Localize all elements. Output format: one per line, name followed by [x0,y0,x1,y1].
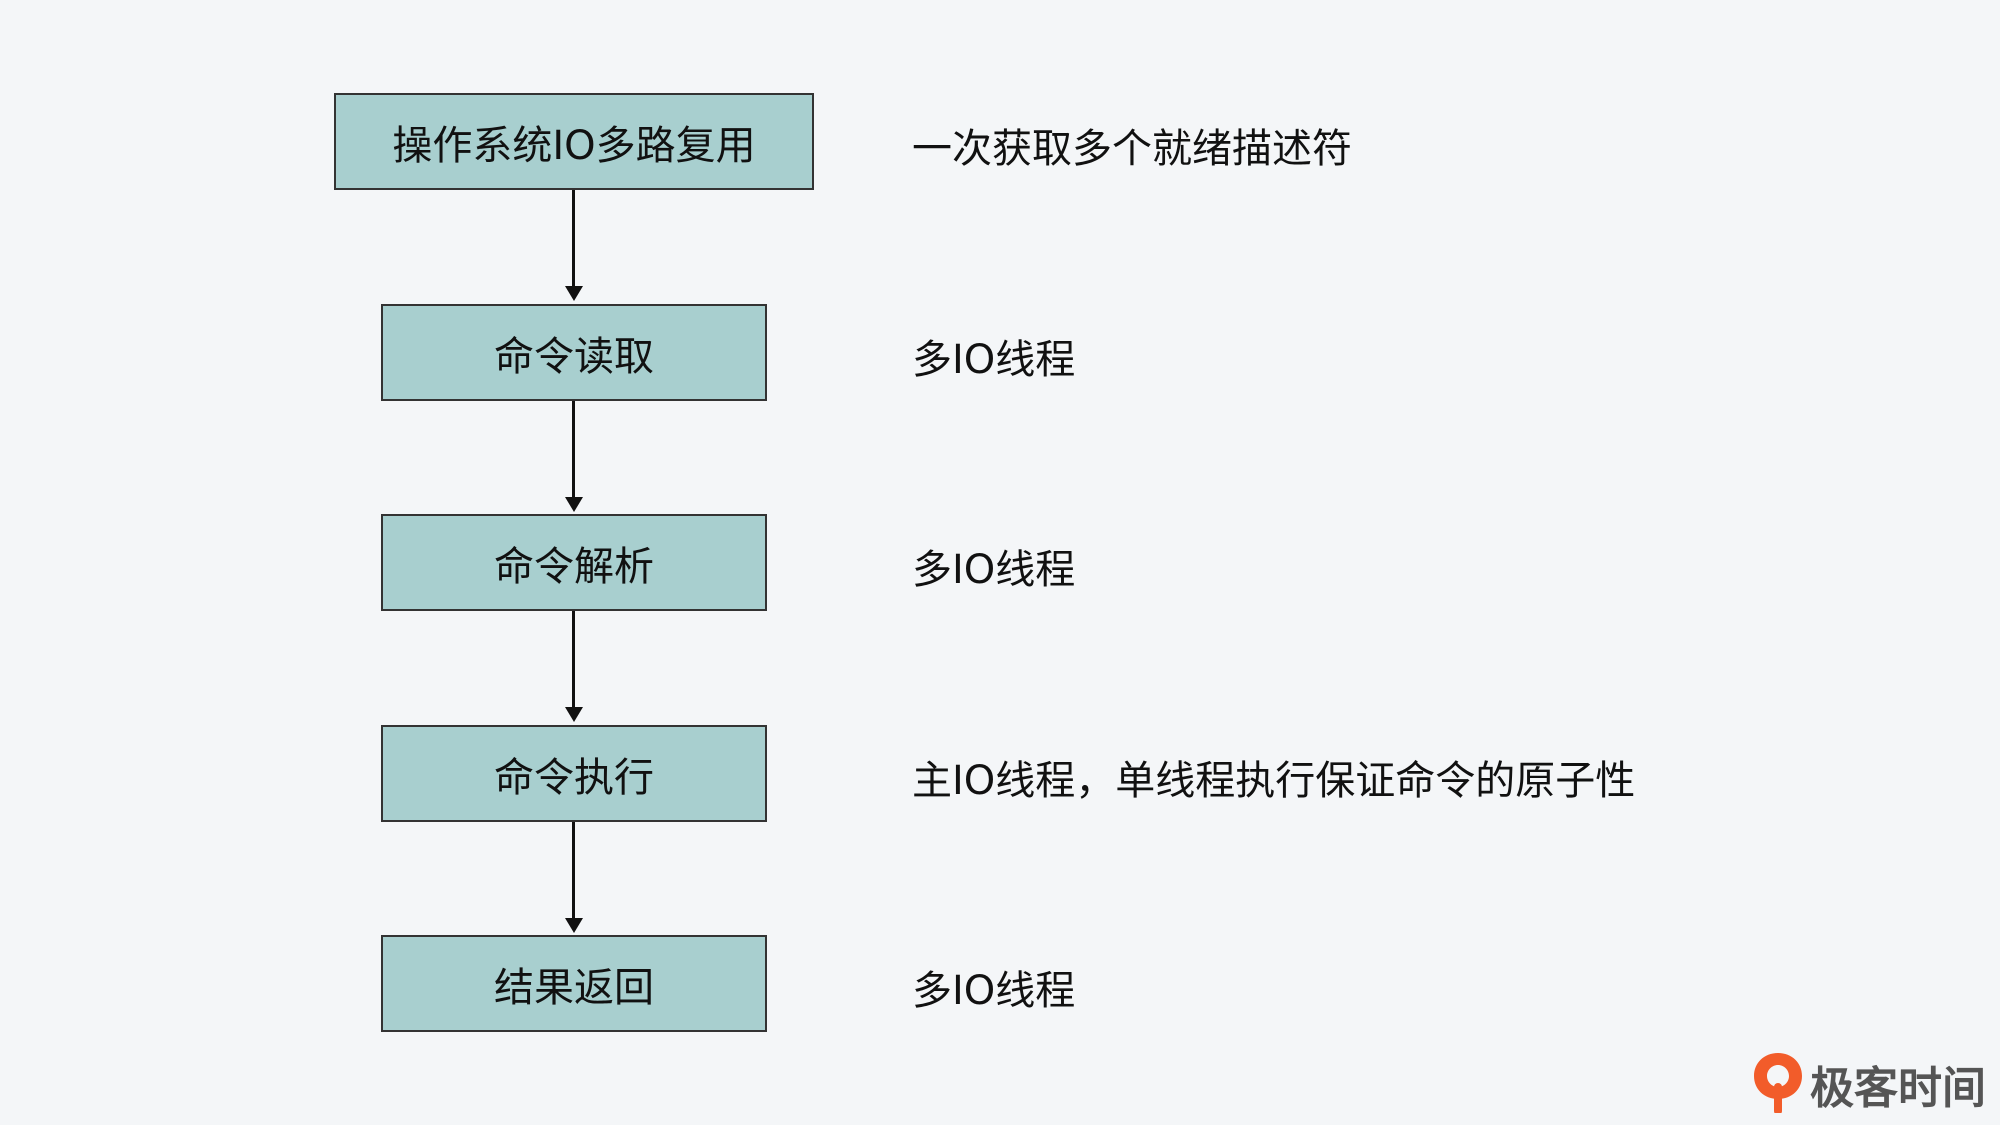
note-command-parse: 多IO线程 [912,547,1076,593]
note-command-execute: 主IO线程，单线程执行保证命令的原子性 [912,758,1636,804]
step-io-multiplexing: 操作系统IO多路复用 [334,93,814,190]
arrow-1 [572,190,575,297]
step-result-return: 结果返回 [381,935,767,1032]
arrow-3 [572,611,575,718]
arrow-2 [572,401,575,508]
logo-text: 极客时间 [1810,1063,1986,1114]
note-io-multiplexing: 一次获取多个就绪描述符 [912,126,1352,172]
arrow-4 [572,822,575,929]
step-command-execute: 命令执行 [381,725,767,822]
step-command-read: 命令读取 [381,304,767,401]
brand-logo: 极客时间 [1752,1051,1986,1117]
step-command-parse: 命令解析 [381,514,767,611]
note-result-return: 多IO线程 [912,968,1076,1014]
note-command-read: 多IO线程 [912,337,1076,383]
logo-icon [1752,1051,1804,1117]
